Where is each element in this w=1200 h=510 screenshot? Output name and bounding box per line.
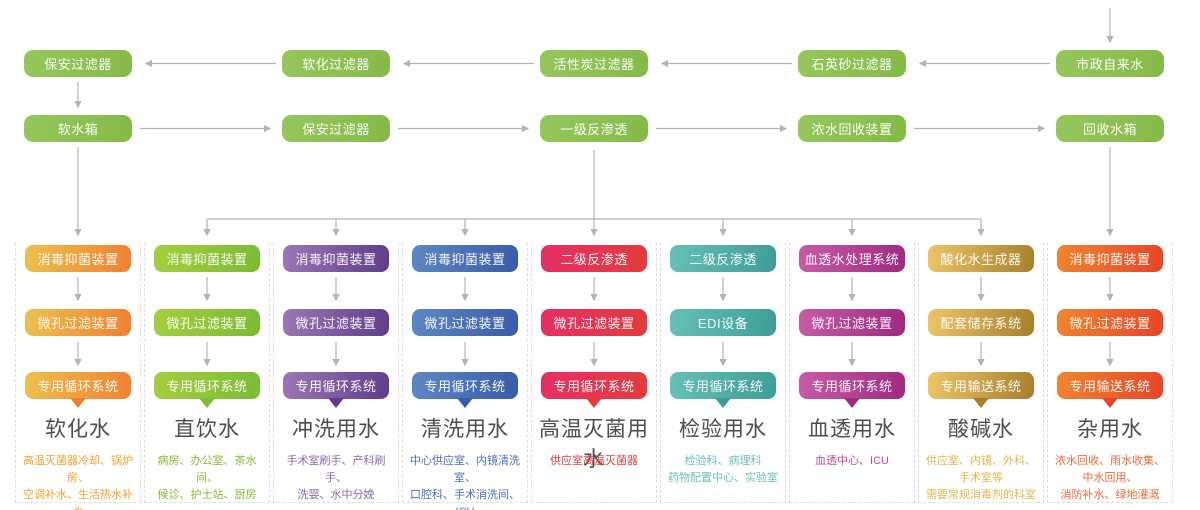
column-description: 病房、办公室、茶水间、 候诊、护士站、厨房	[157, 455, 257, 501]
column-description: 高温灭菌器冷却、锅炉房、 空调补水、生活热水补水	[23, 455, 133, 510]
step-box: 微孔过滤装置	[541, 309, 647, 336]
step-box: 微孔过滤装置	[1057, 309, 1163, 336]
step-box: EDI设备	[670, 309, 776, 336]
bubble-tail	[1102, 398, 1118, 408]
column-acid-alkaline-water: 酸化水生成器 配套储存系统 专用输送系统 酸碱水 供应室、内镜、外科、手术室等 …	[918, 243, 1044, 503]
node-first-stage-ro: 一级反渗透	[540, 115, 648, 142]
bubble-tail	[715, 398, 731, 408]
column-flushing-water: 消毒抑菌装置 微孔过滤装置 专用循环系统 冲洗用水 手术室刷手、产科刷手、 洗婴…	[273, 243, 399, 503]
column-dialysis-water: 血透水处理系统 微孔过滤装置 专用循环系统 血透用水 血透中心、ICU	[789, 243, 915, 503]
step-box: 消毒抑菌装置	[412, 245, 518, 272]
column-softened-water: 消毒抑菌装置 微孔过滤装置 专用循环系统 软化水 高温灭菌器冷却、锅炉房、 空调…	[15, 243, 141, 510]
step-box: 专用循环系统	[412, 372, 518, 399]
column-title: 检验用水	[679, 418, 767, 441]
bubble-tail	[844, 398, 860, 408]
column-title: 直饮水	[174, 418, 240, 441]
step-box: 专用输送系统	[1057, 372, 1163, 399]
step-box: 专用循环系统	[25, 372, 131, 399]
node-activated-carbon-filter: 活性炭过滤器	[540, 50, 648, 77]
column-lab-water: 二级反渗透 EDI设备 专用循环系统 检验用水 检验科、病理科 药物配置中心、实…	[660, 243, 786, 503]
node-quartz-sand-filter: 石英砂过滤器	[798, 50, 906, 77]
bubble-tail	[586, 398, 602, 408]
bubble-tail	[328, 398, 344, 408]
column-description: 检验科、病理科 药物配置中心、实验室	[668, 455, 778, 484]
step-box: 微孔过滤装置	[799, 309, 905, 336]
step-box: 消毒抑菌装置	[1057, 245, 1163, 272]
column-description: 血透中心、ICU	[815, 455, 889, 467]
column-cleaning-water: 消毒抑菌装置 微孔过滤装置 专用循环系统 清洗用水 中心供应室、内镜清洗室、 口…	[402, 243, 528, 510]
column-title: 高温灭菌用水	[539, 418, 649, 471]
step-box: 专用循环系统	[541, 372, 647, 399]
step-box: 微孔过滤装置	[25, 309, 131, 336]
node-municipal-tap-water: 市政自来水	[1056, 50, 1164, 77]
column-title: 酸碱水	[948, 418, 1014, 441]
bubble-tail	[199, 398, 215, 408]
step-box: 专用输送系统	[928, 372, 1034, 399]
bubble-tail	[457, 398, 473, 408]
node-recovery-tank: 回收水箱	[1056, 115, 1164, 142]
column-title: 软化水	[45, 418, 111, 441]
node-soft-water-tank: 软水箱	[24, 115, 132, 142]
step-box: 二级反渗透	[541, 245, 647, 272]
step-box: 微孔过滤装置	[154, 309, 260, 336]
step-box: 消毒抑菌装置	[25, 245, 131, 272]
column-description: 供应室高温灭菌器	[550, 455, 638, 467]
node-softening-filter: 软化过滤器	[282, 50, 390, 77]
column-description: 浓水回收、雨水收集、中水回用、 消防补水、绿地灌溉	[1055, 455, 1165, 501]
column-title: 冲洗用水	[292, 418, 380, 441]
node-security-filter: 保安过滤器	[24, 50, 132, 77]
step-box: 专用循环系统	[799, 372, 905, 399]
step-box: 二级反渗透	[670, 245, 776, 272]
node-security-filter-2: 保安过滤器	[282, 115, 390, 142]
step-box: 消毒抑菌装置	[283, 245, 389, 272]
step-box: 配套储存系统	[928, 309, 1034, 336]
step-box: 酸化水生成器	[928, 245, 1034, 272]
column-description: 手术室刷手、产科刷手、 洗婴、水中分娩	[286, 455, 386, 501]
step-box: 专用循环系统	[670, 372, 776, 399]
node-concentrate-recovery: 浓水回收装置	[798, 115, 906, 142]
column-high-temp-sterilization-water: 二级反渗透 微孔过滤装置 专用循环系统 高温灭菌用水 供应室高温灭菌器	[531, 243, 657, 503]
step-box: 微孔过滤装置	[283, 309, 389, 336]
column-title: 清洗用水	[421, 418, 509, 441]
step-box: 消毒抑菌装置	[154, 245, 260, 272]
bubble-tail	[973, 398, 989, 408]
bubble-tail	[70, 398, 86, 408]
column-title: 血透用水	[808, 418, 896, 441]
column-description: 中心供应室、内镜清洗室、 口腔科、手术消洗间、ICU	[410, 455, 520, 510]
column-description: 供应室、内镜、外科、手术室等 需要常规消毒剂的科室	[926, 455, 1036, 501]
column-drinking-water: 消毒抑菌装置 微孔过滤装置 专用循环系统 直饮水 病房、办公室、茶水间、 候诊、…	[144, 243, 270, 503]
step-box: 血透水处理系统	[799, 245, 905, 272]
column-title: 杂用水	[1077, 418, 1143, 441]
column-misc-water: 消毒抑菌装置 微孔过滤装置 专用输送系统 杂用水 浓水回收、雨水收集、中水回用、…	[1047, 243, 1173, 503]
step-box: 微孔过滤装置	[412, 309, 518, 336]
step-box: 专用循环系统	[154, 372, 260, 399]
step-box: 专用循环系统	[283, 372, 389, 399]
